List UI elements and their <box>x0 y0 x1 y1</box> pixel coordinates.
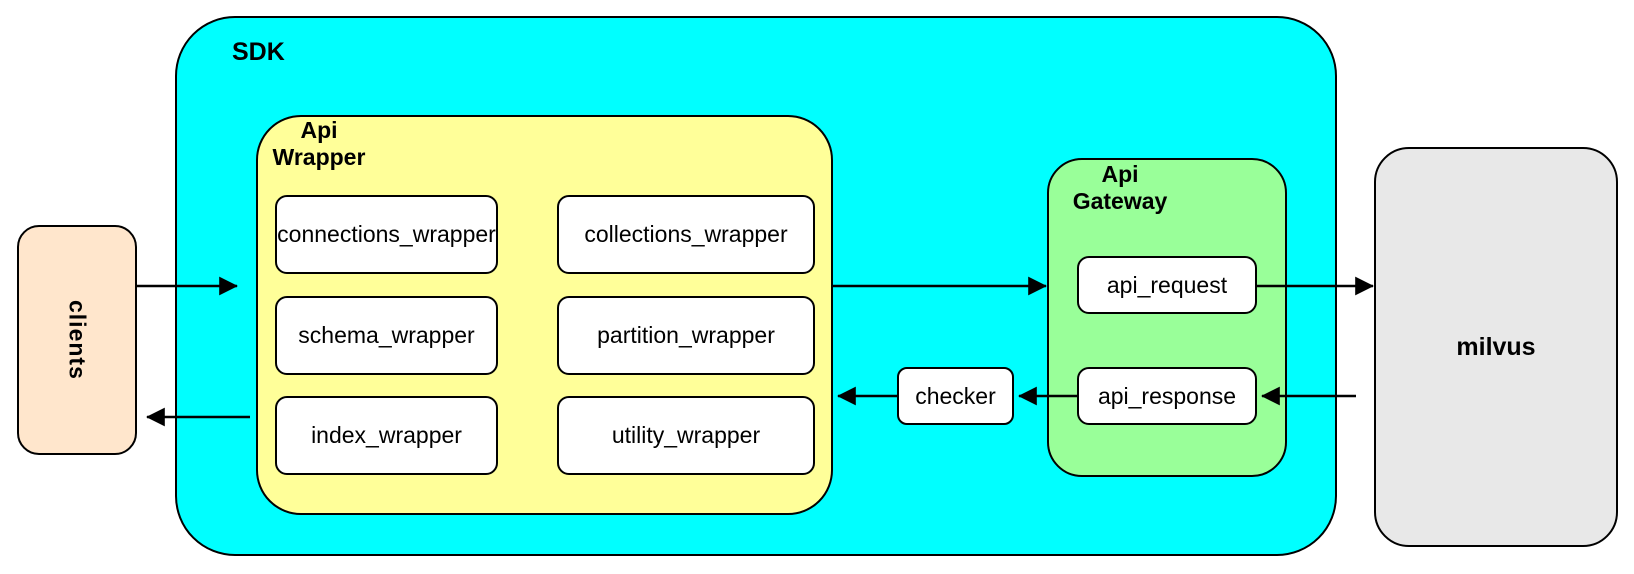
milvus-label: milvus <box>1456 332 1536 361</box>
clients-label: clients <box>64 300 91 380</box>
connections-wrapper-label: connections_wrapper <box>277 221 496 247</box>
clients-node: clients <box>17 225 137 455</box>
node-schema-wrapper: schema_wrapper <box>275 296 498 375</box>
node-collections-wrapper: collections_wrapper <box>557 195 815 274</box>
api-response-label: api_response <box>1097 382 1237 409</box>
node-index-wrapper: index_wrapper <box>275 396 498 475</box>
api-request-label: api_request <box>1106 271 1228 298</box>
api-gateway-label: Api Gateway <box>1072 161 1168 214</box>
sdk-label: SDK <box>232 38 285 66</box>
node-checker: checker <box>897 367 1014 425</box>
node-api-request: api_request <box>1077 256 1257 314</box>
milvus-node: milvus <box>1374 147 1618 547</box>
api-wrapper-label: Api Wrapper <box>272 117 366 170</box>
utility-wrapper-label: utility_wrapper <box>611 422 761 448</box>
index-wrapper-label: index_wrapper <box>311 422 462 448</box>
node-connections-wrapper: connections_wrapper <box>275 195 498 274</box>
schema-wrapper-label: schema_wrapper <box>298 322 475 348</box>
partition-wrapper-label: partition_wrapper <box>597 322 775 348</box>
node-api-response: api_response <box>1077 367 1257 425</box>
node-partition-wrapper: partition_wrapper <box>557 296 815 375</box>
collections-wrapper-label: collections_wrapper <box>584 221 788 247</box>
checker-label: checker <box>915 382 996 409</box>
node-utility-wrapper: utility_wrapper <box>557 396 815 475</box>
